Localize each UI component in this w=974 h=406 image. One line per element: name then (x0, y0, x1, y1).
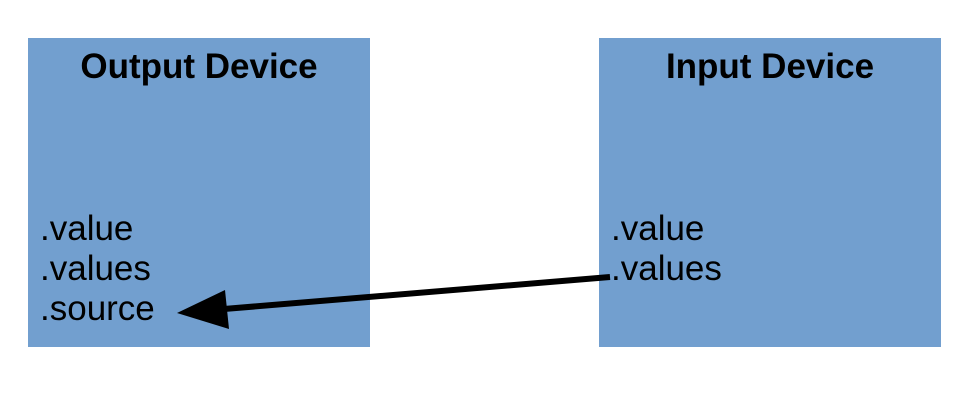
input-device-title: Input Device (665, 47, 875, 86)
property-label-value: .value (40, 209, 134, 248)
output-device-title: Output Device (80, 47, 318, 86)
output-device-properties: .value .values .source (40, 209, 155, 329)
output-device-box: Output Device .value .values .source (28, 38, 370, 347)
property-label-values: .values (611, 249, 722, 288)
input-device-box: Input Device .value .values (599, 38, 941, 347)
input-device-properties: .value .values (611, 209, 722, 289)
property-label-source: .source (40, 289, 155, 328)
property-label-value: .value (611, 209, 705, 248)
property-label-values: .values (40, 249, 151, 288)
